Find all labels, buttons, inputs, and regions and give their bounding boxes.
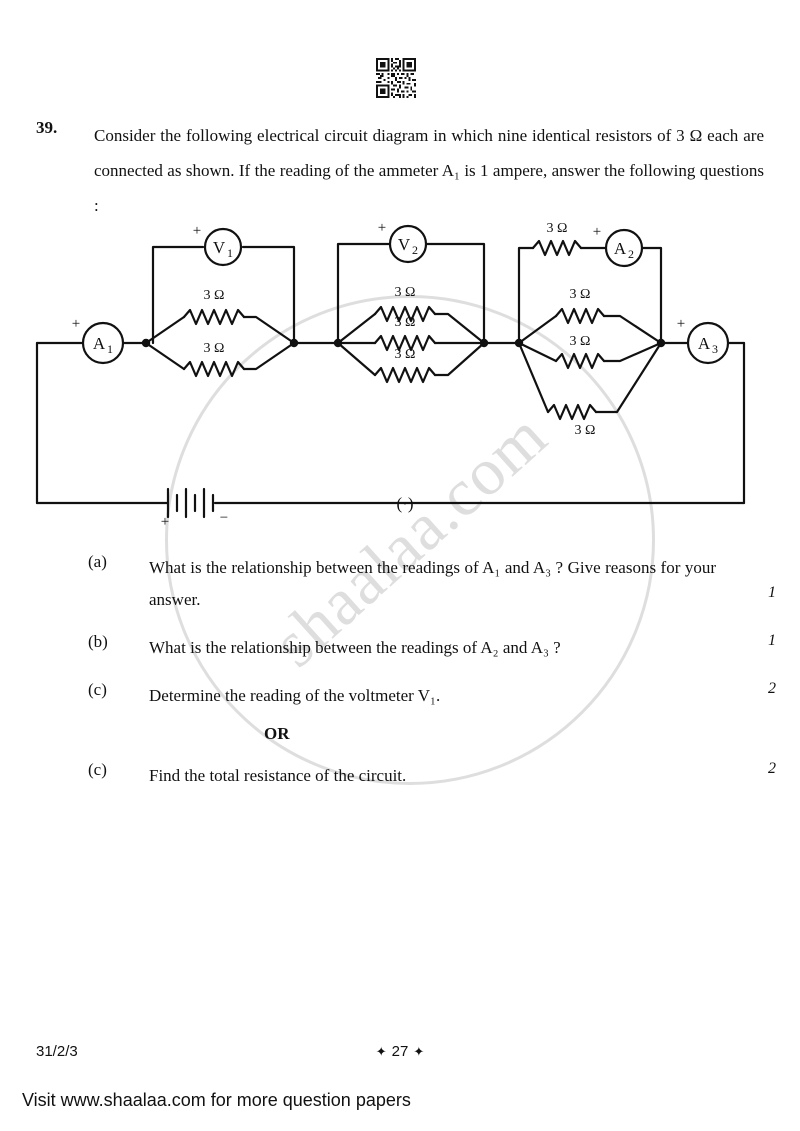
resistor-s3-b3 [546,403,598,421]
resistor-label-s1-b1: 3 Ω [204,288,225,303]
ammeter-a2-plus-terminal: + [593,224,601,240]
resistor-s2-b3 [373,366,437,384]
subquestion-c-first: (c) Determine the reading of the voltmet… [36,680,776,712]
wire-v1-left [151,245,205,345]
voltmeter-v1-body [203,227,243,267]
resistor-label-s2-b2: 3 Ω [395,315,416,330]
wire-s3-b3-in [517,341,550,414]
subquestion-label: (c) [88,760,107,779]
wire-s1-b1-out [242,315,296,345]
page-number-value: 27 [391,1043,409,1060]
wire-v1-right [241,245,296,345]
ammeter-a2-subscript: 2 [628,247,634,261]
ammeter-a3: A 3 + [677,316,730,365]
battery-symbol: + − [161,487,228,530]
wire-v2-left [336,242,391,345]
voltmeter-v1-plus-terminal: + [193,223,201,239]
qr-code [376,58,416,98]
ammeter-a1-subscript: 1 [107,342,113,356]
wire-s3-b1-out [602,314,663,345]
footer-deco-left-icon: ✦ [375,1044,387,1059]
ammeter-a1-plus-terminal: + [72,316,80,332]
marks-value: 2 [768,760,776,777]
subquestion-b: (b) What is the relationship between the… [36,632,776,664]
footer-deco-right-icon: ✦ [413,1044,425,1059]
question-number: 39. [36,118,58,137]
resistor-s3-b1 [554,307,606,325]
battery-minus-label: − [220,510,228,526]
subquestion-label: (c) [88,680,107,699]
wire-s3-b2-in [517,341,558,363]
voltmeter-v1-subscript: 1 [227,246,233,260]
question-text: Consider the following electrical circui… [94,126,764,215]
wire-s2-b1-out [433,312,486,345]
ammeter-a3-plus-terminal: + [677,316,685,332]
footer-page-number: ✦ 27 ✦ [0,1043,800,1060]
subquestion-text: What is the relationship between the rea… [149,638,561,657]
resistor-s1-b1 [182,308,246,326]
subquestion-text: Determine the reading of the voltmeter V… [149,686,441,705]
wire-s3-b2-out [602,341,663,363]
subquestion-text: What is the relationship between the rea… [149,558,716,609]
switch-symbol-label: (·) [397,494,414,513]
footer-visit-note: Visit www.shaalaa.com for more question … [22,1090,411,1110]
ammeter-a1-body [81,321,125,365]
resistor-s1-b2 [182,360,246,378]
voltmeter-v2-body [388,224,428,264]
wire-s3-b0-left [517,246,535,345]
resistor-s3-b2 [554,352,606,370]
resistor-s2-b1 [373,305,437,323]
resistor-label-s3-b1: 3 Ω [570,287,591,302]
resistor-s3-b0 [531,239,583,257]
wire-s1-b2-out [242,341,296,371]
resistor-label-s2-b3: 3 Ω [395,347,416,362]
subquestion-text: Find the total resistance of the circuit… [149,766,407,785]
resistor-label-s3-b2: 3 Ω [570,334,591,349]
ammeter-a2-body [604,228,644,268]
or-divider: OR [264,724,290,743]
ammeter-a1-label: A [93,334,106,353]
ammeter-a1: A 1 + [72,316,125,365]
subquestion-list: (a) What is the relationship between the… [36,552,776,804]
voltmeter-v1: V 1 + [193,223,243,267]
marks-value: 1 [768,632,776,649]
voltmeter-v2-plus-terminal: + [378,220,386,236]
ammeter-a3-body [686,321,730,365]
resistor-s2-b2 [373,334,437,352]
wire-s2-b1-in [336,312,377,345]
wire-s1-b1-in [144,315,186,345]
wire-s3-b0-right [640,246,663,345]
circuit-diagram: .w { stroke:#111; stroke-width:2.2; fill… [35,220,746,530]
voltmeter-v1-label: V [213,238,226,257]
voltmeter-v2: V 2 + [378,220,428,264]
resistor-label-s3-b0: 3 Ω [547,221,568,236]
subquestion-a: (a) What is the relationship between the… [36,552,776,616]
marks-value: 1 [768,584,776,601]
wire-s3-b3-out [594,341,663,414]
subquestion-label: (b) [88,632,108,651]
resistor-label-s1-b2: 3 Ω [204,341,225,356]
wire-s2-b3-in [336,341,377,377]
ammeter-a2: A 2 + [593,224,644,268]
wire-s2-b3-out [433,341,486,377]
ammeter-a3-label: A [698,334,711,353]
wire-s1-b2-in [144,341,186,371]
voltmeter-v2-label: V [398,235,411,254]
wire-v2-right [425,242,486,345]
footer-paper-code: 31/2/3 [36,1043,78,1060]
subquestion-label: (a) [88,552,107,571]
resistor-label-s2-b1: 3 Ω [395,285,416,300]
resistor-label-s3-b3: 3 Ω [575,423,596,438]
subquestion-c-alternate: (c) Find the total resistance of the cir… [36,760,776,792]
ammeter-a3-subscript: 3 [712,342,718,356]
battery-plus-label: + [161,514,169,530]
voltmeter-v2-subscript: 2 [412,243,418,257]
switch-key-symbol: (·) [397,494,414,513]
wire-s3-b1-in [517,314,558,345]
ammeter-a2-label: A [614,239,627,258]
marks-value: 2 [768,680,776,697]
question-block: 39. Consider the following electrical ci… [36,118,764,223]
